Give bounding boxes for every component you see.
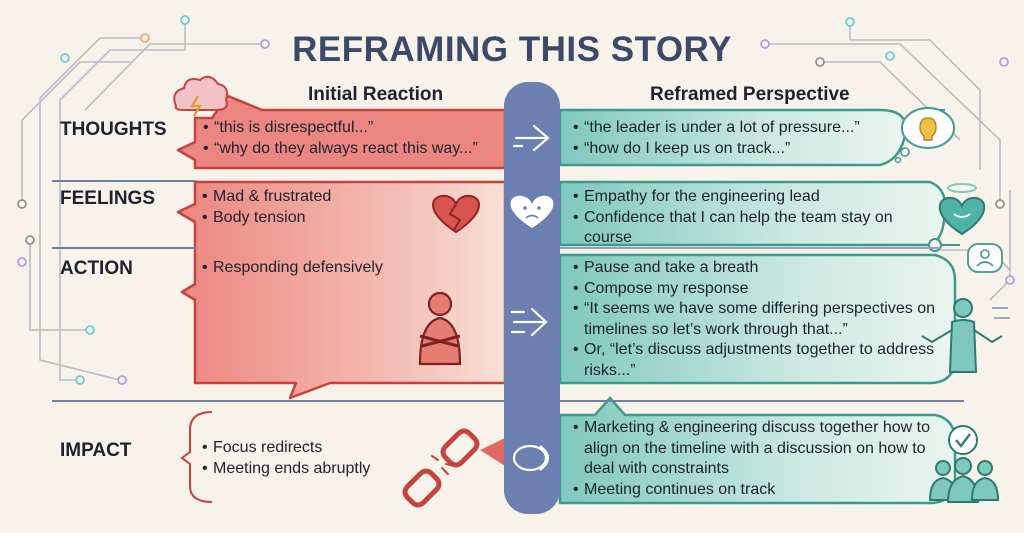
impact-bracket xyxy=(180,411,213,503)
list-item: Confidence that I can help the team stay… xyxy=(573,208,929,249)
sad-heart-icon xyxy=(510,195,554,228)
list-item: “this is disrespectful...” xyxy=(203,118,503,139)
initial-impact-arrow xyxy=(480,438,505,466)
eye-icon xyxy=(512,444,550,472)
list-item: Meeting ends abruptly xyxy=(202,459,402,480)
row-label-feelings: FEELINGS xyxy=(60,188,156,209)
row-divider xyxy=(52,247,196,249)
thoughts-initial-list: “this is disrespectful...” “why do they … xyxy=(203,118,503,159)
list-item: Pause and take a breath xyxy=(573,258,943,279)
list-item: Focus redirects xyxy=(202,438,402,459)
circuit-decoration xyxy=(21,22,1011,381)
list-item: Body tension xyxy=(202,208,442,229)
speech-person-icon xyxy=(967,243,1003,273)
impact-reframed-list: Marketing & engineering discuss together… xyxy=(573,418,933,500)
halo-heart-icon xyxy=(938,183,986,236)
broken-chain-icon xyxy=(402,428,480,508)
storm-cloud-icon xyxy=(173,75,228,117)
row-divider xyxy=(52,180,196,182)
list-item: “It seems we have some differing perspec… xyxy=(573,299,943,340)
page-title: REFRAMING THIS STORY xyxy=(292,30,732,69)
circuit-nodes xyxy=(17,15,1015,385)
row-label-thoughts: THOUGHTS xyxy=(60,119,167,140)
list-item: Mad & frustrated xyxy=(202,187,442,208)
list-item: Or, “let’s discuss adjustments together … xyxy=(573,340,943,381)
action-initial-list: Responding defensively xyxy=(202,258,492,279)
list-item: Marketing & engineering discuss together… xyxy=(573,418,933,480)
impact-initial-list: Focus redirects Meeting ends abruptly xyxy=(202,438,402,479)
list-item: “why do they always react this way...” xyxy=(203,139,503,160)
list-item: Compose my response xyxy=(573,279,943,300)
list-item: “how do I keep us on track...” xyxy=(573,139,903,160)
column-header-reframed: Reframed Perspective xyxy=(650,84,850,105)
list-item: Empathy for the engineering lead xyxy=(573,187,929,208)
crossed-arms-person-icon xyxy=(418,291,462,366)
feelings-initial-list: Mad & frustrated Body tension xyxy=(202,187,442,228)
arrow-right-icon xyxy=(510,307,548,337)
list-item: “the leader is under a lot of pressure..… xyxy=(573,118,903,139)
center-bar xyxy=(504,82,560,514)
arrow-right-icon xyxy=(512,124,550,152)
action-reframed-list: Pause and take a breath Compose my respo… xyxy=(573,258,943,381)
column-header-initial: Initial Reaction xyxy=(308,84,444,105)
row-label-impact: IMPACT xyxy=(60,440,132,461)
team-check-icon xyxy=(928,425,1000,503)
list-item: Responding defensively xyxy=(202,258,492,279)
row-label-action: ACTION xyxy=(60,258,133,279)
row-divider xyxy=(52,400,964,402)
list-item: Meeting continues on track xyxy=(573,480,933,501)
feelings-reframed-list: Empathy for the engineering lead Confide… xyxy=(573,187,929,249)
lightbulb-thought-icon xyxy=(894,107,955,164)
thoughts-reframed-list: “the leader is under a lot of pressure..… xyxy=(573,118,903,159)
